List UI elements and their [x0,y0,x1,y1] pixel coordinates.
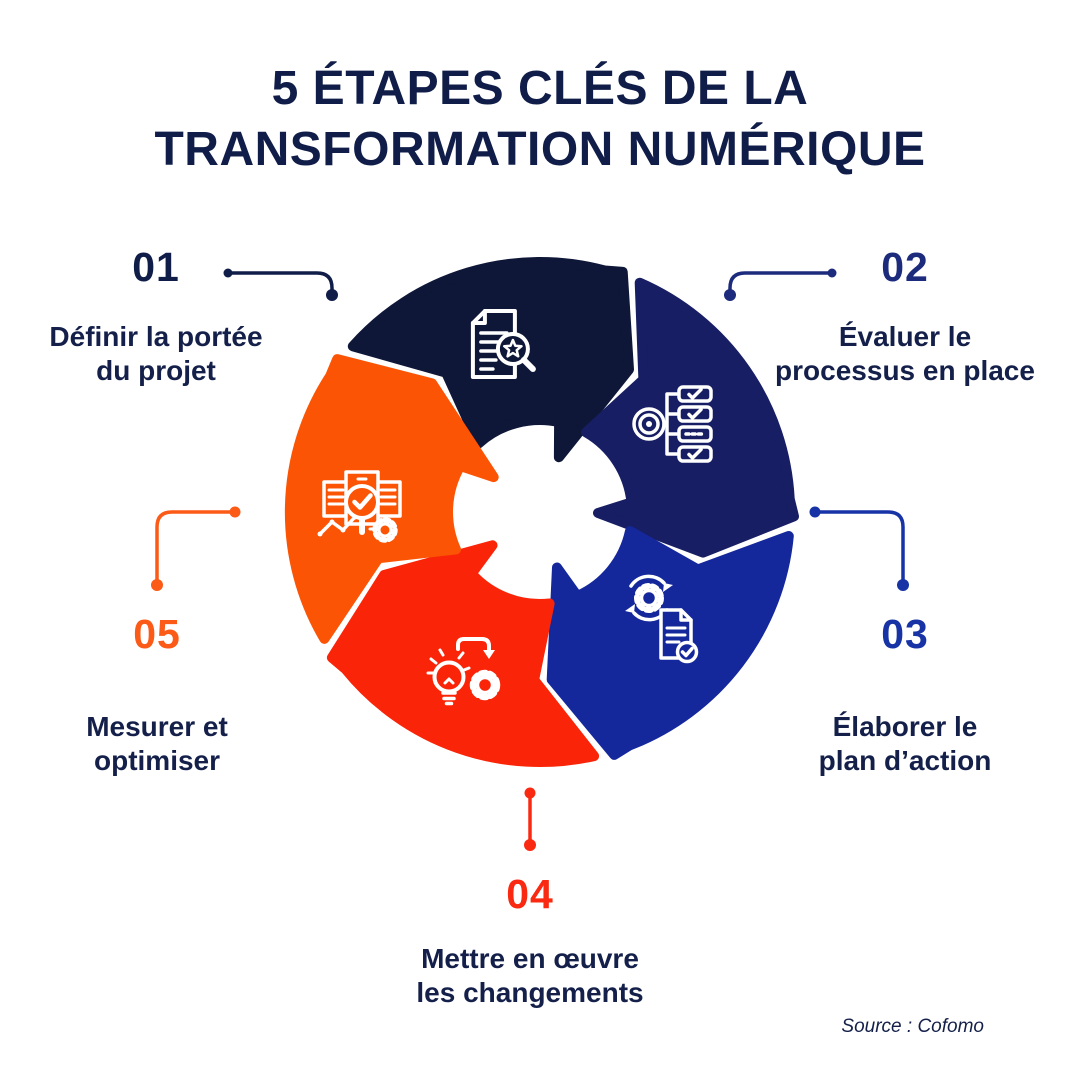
connector-step-03 [809,506,909,591]
connector-dot [724,289,736,301]
target-checklist-icon [632,385,713,463]
connector-dot [524,839,536,851]
connector-dot [326,289,338,301]
step-03-label: Élaborer le plan d’action [755,710,1055,778]
step-02-label-line1: Évaluer le [838,321,972,352]
connector-step-02 [724,268,837,301]
document-search-star-icon [470,309,536,379]
connector-step-01 [223,268,338,301]
step-01-label-line1: Définir la portée [49,321,263,352]
connector-dot [524,787,536,799]
segment-step-05 [284,354,499,644]
connector-dot [151,579,163,591]
connector-step-04 [524,787,536,851]
connector-dot [229,506,241,518]
step-02-number: 02 [881,244,929,290]
connector-dot [827,268,837,278]
gear-sync-document-icon [625,574,699,664]
page-title: 5 ÉTAPES CLÉS DE LA TRANSFORMATION NUMÉR… [0,58,1080,181]
step-02-label-line2: processus en place [775,355,1035,387]
lightbulb-gear-icon [426,637,501,706]
step-03-label-line1: Élaborer le [832,711,978,742]
step-04-label-line1: Mettre en œuvre [421,943,639,974]
step-01-label-line2: du projet [96,355,216,387]
step-01-number: 01 [132,244,180,290]
step-05-label-line2: optimiser [93,745,221,777]
connector-dot [223,268,233,278]
connector-step-05 [151,506,241,591]
step-03-number: 03 [881,611,929,657]
source-credit: Source : Cofomo [841,1016,984,1037]
step-04-label-line2: les changements [416,977,644,1009]
analysis-search-gear-icon [317,470,402,543]
step-05-label: Mesurer et optimiser [7,710,307,778]
page-title-line1: 5 ÉTAPES CLÉS DE LA [271,62,809,115]
connector-dot [809,506,821,518]
connector-dot [897,579,909,591]
step-04-label: Mettre en œuvre les changements [380,942,680,1010]
page-title-line2: TRANSFORMATION NUMÉRIQUE [154,123,926,177]
step-01-label: Définir la portée du projet [6,320,306,388]
step-03-label-line2: plan d’action [818,745,992,777]
step-02-label: Évaluer le processus en place [742,320,1068,388]
step-05-label-line1: Mesurer et [86,711,228,742]
step-04-number: 04 [506,871,554,917]
step-05-number: 05 [133,611,181,657]
